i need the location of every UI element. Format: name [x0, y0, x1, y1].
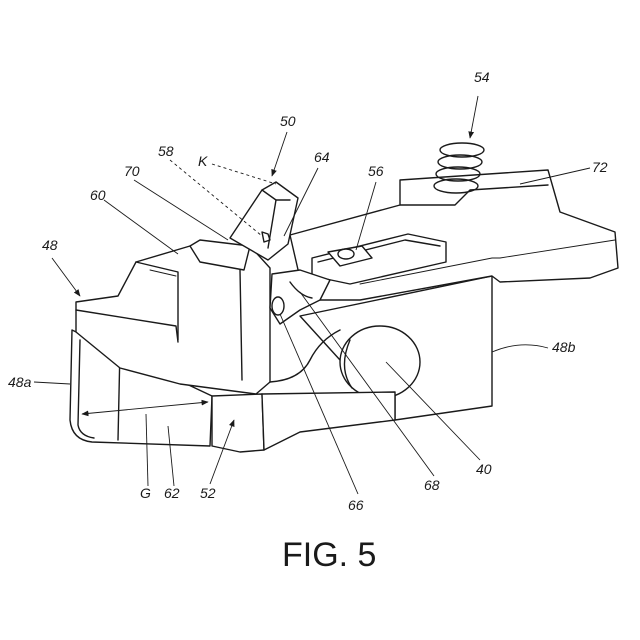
- slider-knob: [338, 249, 354, 259]
- label-58: 58: [158, 143, 174, 159]
- label-68: 68: [424, 477, 440, 493]
- label-54: 54: [474, 69, 490, 85]
- label-56: 56: [368, 163, 384, 179]
- label-48: 48: [42, 237, 58, 253]
- label-48a: 48a: [8, 374, 32, 390]
- clip-drawing: [70, 143, 618, 452]
- label-64: 64: [314, 149, 330, 165]
- block-52: [212, 394, 264, 452]
- label-70: 70: [124, 163, 140, 179]
- label-48b: 48b: [552, 339, 576, 355]
- label-52: 52: [200, 485, 216, 501]
- label-40: 40: [476, 461, 492, 477]
- label-62: 62: [164, 485, 180, 501]
- label-50: 50: [280, 113, 296, 129]
- label-72: 72: [592, 159, 608, 175]
- label-k: K: [198, 153, 208, 169]
- label-66: 66: [348, 497, 364, 513]
- lower-base: [262, 392, 395, 450]
- label-60: 60: [90, 187, 106, 203]
- label-g: G: [140, 485, 151, 501]
- pivot-66: [272, 297, 284, 315]
- figure-caption: FIG. 5: [282, 536, 376, 574]
